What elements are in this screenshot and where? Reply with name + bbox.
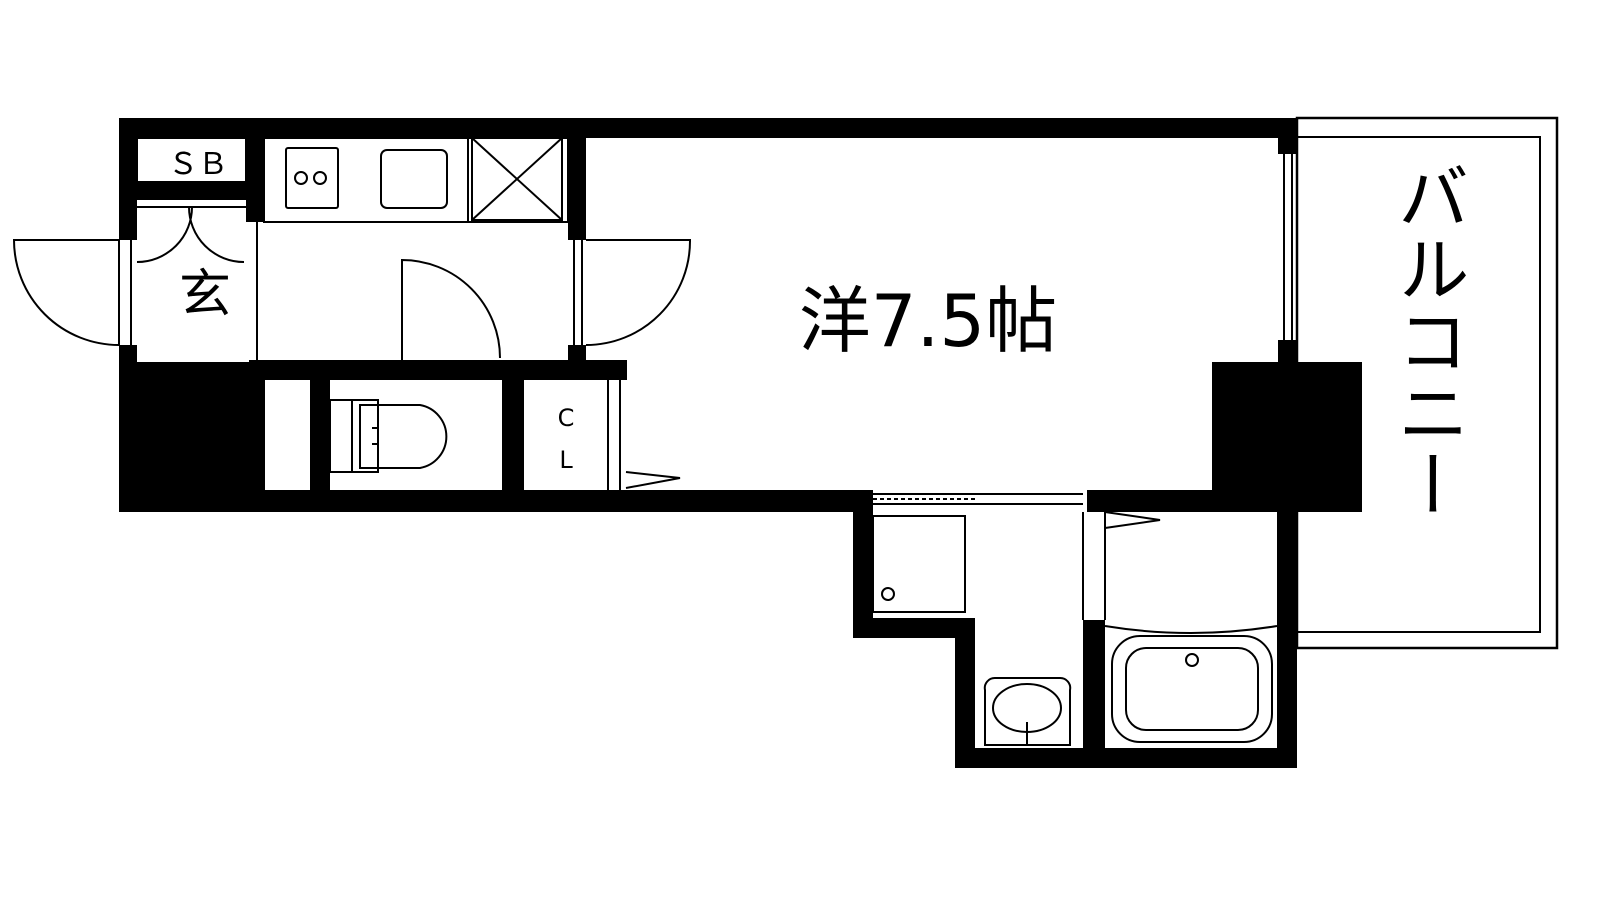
washing-machine-pan-icon bbox=[872, 515, 966, 613]
shoe-box: ＳＢ bbox=[136, 137, 247, 183]
shoe-box-label: ＳＢ bbox=[168, 147, 228, 182]
entrance-door[interactable] bbox=[12, 239, 132, 346]
thin-lines bbox=[256, 154, 1293, 620]
refrigerator-space-icon bbox=[471, 137, 563, 221]
balcony-label: バルコニー bbox=[1385, 160, 1469, 520]
kitchen-counter bbox=[263, 137, 569, 223]
entrance-inner-door[interactable] bbox=[136, 206, 246, 263]
closet-label-c: C bbox=[558, 404, 575, 432]
western-room-label: 洋7.5帖 bbox=[799, 279, 1058, 363]
room-door-swing-icon[interactable] bbox=[573, 239, 692, 346]
kitchen bbox=[263, 137, 569, 223]
stove-icon bbox=[285, 147, 339, 209]
entrance-label: 玄 bbox=[179, 265, 231, 325]
bath-door-handle-icon bbox=[1104, 511, 1161, 529]
washbasin-icon bbox=[983, 676, 1072, 746]
toilet-icon bbox=[329, 399, 448, 473]
walls bbox=[119, 118, 1362, 768]
closet: C L bbox=[558, 404, 575, 474]
hall-door-swing-icon[interactable] bbox=[401, 258, 501, 360]
bathtub-icon bbox=[1104, 625, 1278, 743]
balcony-label-text: バルコニー bbox=[1385, 160, 1469, 520]
closet-label-l: L bbox=[559, 446, 573, 474]
closet-door-handle-icon bbox=[625, 471, 681, 489]
sink-icon bbox=[380, 149, 448, 209]
